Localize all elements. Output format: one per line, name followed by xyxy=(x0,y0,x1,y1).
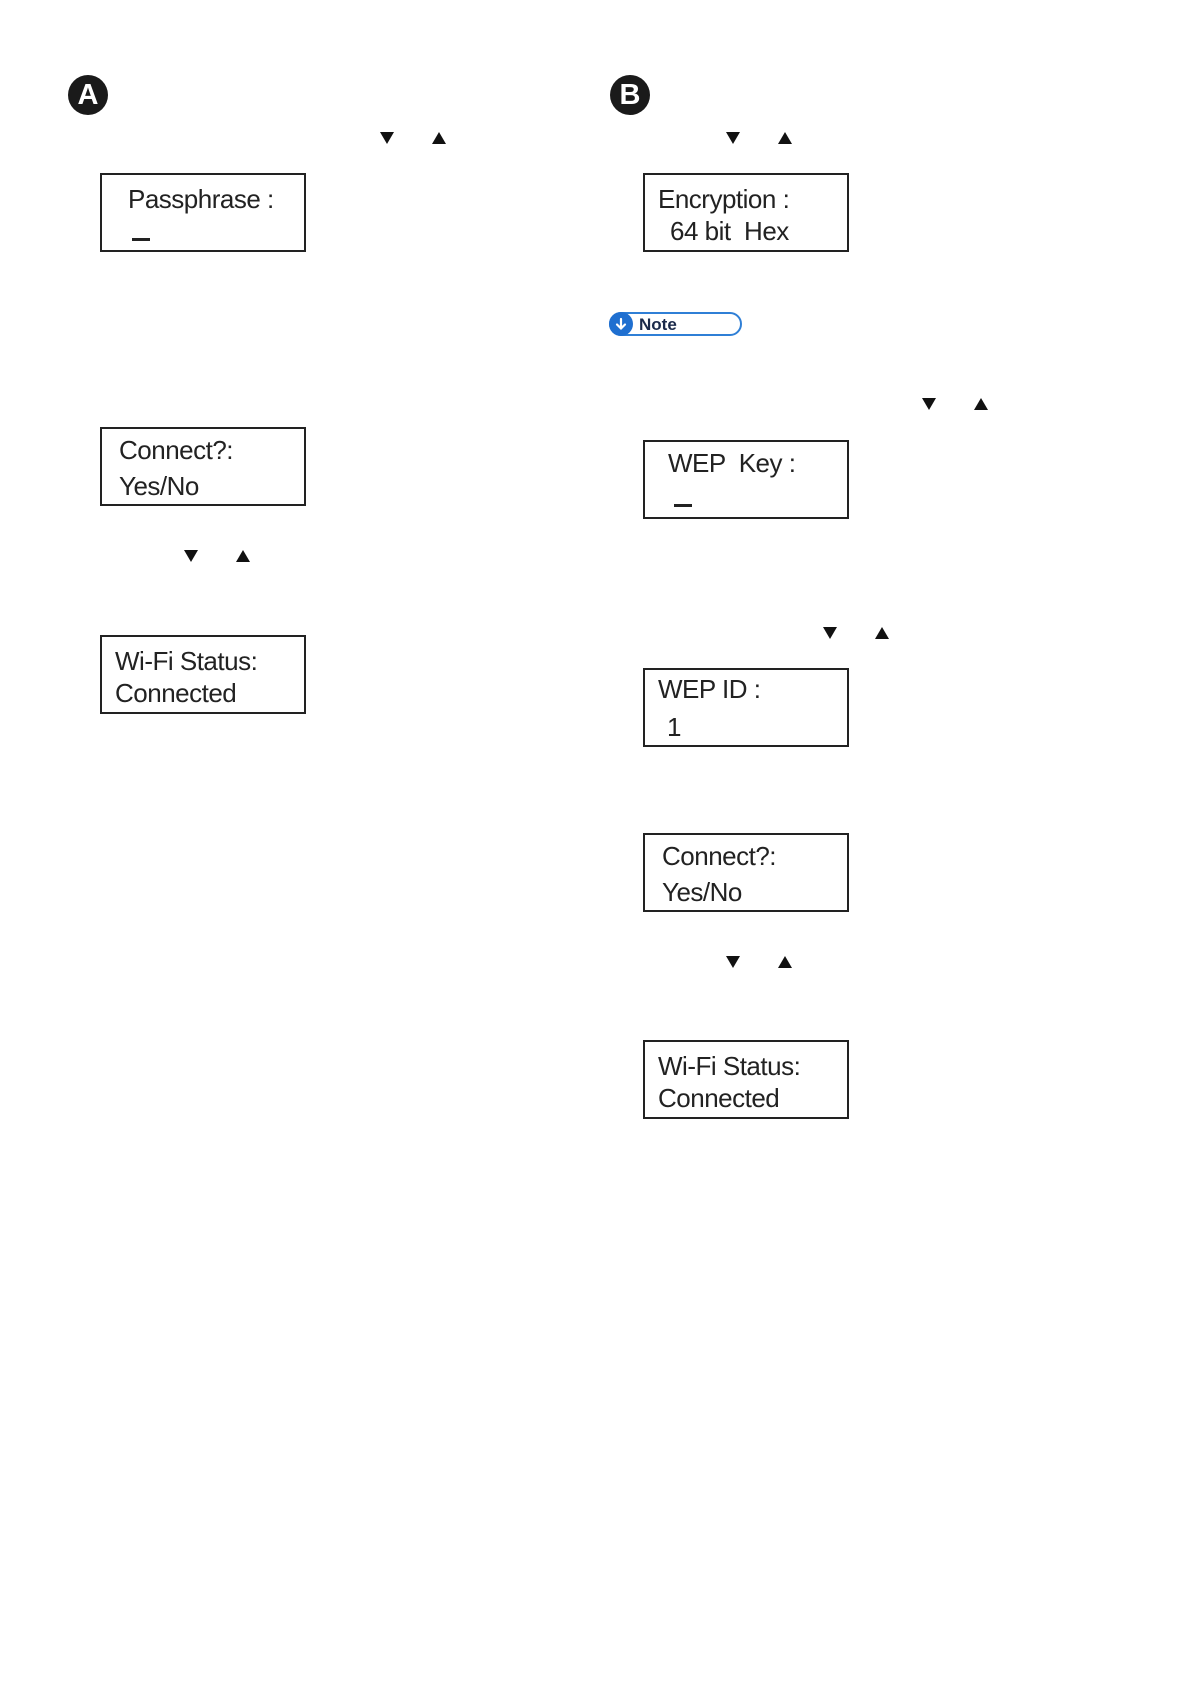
lcd-line-2: Connected xyxy=(115,678,236,708)
down-arrow-icon xyxy=(922,398,936,410)
text-cursor xyxy=(674,504,692,507)
lcd-screen-wifi-status: Wi-Fi Status: Connected xyxy=(643,1040,849,1119)
up-arrow-icon xyxy=(778,132,792,144)
lcd-screen-connect: Connect?: Yes/No xyxy=(100,427,306,506)
badge-letter: B xyxy=(620,79,641,112)
down-arrow-icon xyxy=(823,627,837,639)
up-arrow-icon xyxy=(875,627,889,639)
lcd-line-1: WEP ID : xyxy=(658,674,760,704)
down-arrow-icon xyxy=(726,956,740,968)
lcd-line-2: Connected xyxy=(658,1083,779,1113)
lcd-screen-encryption: Encryption : 64 bit Hex xyxy=(643,173,849,252)
down-arrow-icon xyxy=(184,550,198,562)
lcd-screen-passphrase: Passphrase : xyxy=(100,173,306,252)
lcd-screen-wep-id: WEP ID : 1 xyxy=(643,668,849,747)
up-arrow-icon xyxy=(236,550,250,562)
step-badge-b: B xyxy=(610,75,650,115)
lcd-screen-connect: Connect?: Yes/No xyxy=(643,833,849,912)
lcd-line-1: WEP Key : xyxy=(668,448,795,478)
lcd-screen-wep-key: WEP Key : xyxy=(643,440,849,519)
lcd-line-2: 64 bit Hex xyxy=(670,216,789,246)
lcd-line-2: Yes/No xyxy=(119,471,199,501)
lcd-screen-wifi-status: Wi-Fi Status: Connected xyxy=(100,635,306,714)
note-label-badge: Note xyxy=(609,312,742,336)
lcd-line-1: Wi-Fi Status: xyxy=(115,646,257,676)
up-arrow-icon xyxy=(432,132,446,144)
badge-letter: A xyxy=(78,79,99,112)
lcd-line-1: Wi-Fi Status: xyxy=(658,1051,800,1081)
lcd-line-1: Encryption : xyxy=(658,184,789,214)
step-badge-a: A xyxy=(68,75,108,115)
lcd-line-1: Connect?: xyxy=(662,841,776,871)
lcd-line-2: Yes/No xyxy=(662,877,742,907)
note-label: Note xyxy=(639,315,677,335)
note-down-arrow-icon xyxy=(609,312,633,336)
up-arrow-icon xyxy=(778,956,792,968)
lcd-line-2: 1 xyxy=(667,712,681,742)
lcd-line-1: Passphrase : xyxy=(128,184,274,214)
up-arrow-icon xyxy=(974,398,988,410)
down-arrow-icon xyxy=(380,132,394,144)
down-arrow-icon xyxy=(726,132,740,144)
text-cursor xyxy=(132,238,150,241)
lcd-line-1: Connect?: xyxy=(119,435,233,465)
